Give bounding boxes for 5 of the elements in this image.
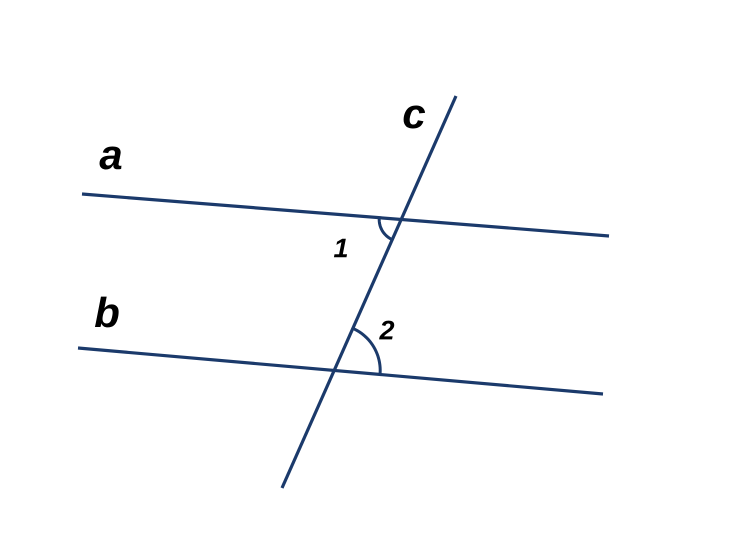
line-label: b xyxy=(94,296,119,328)
angle-label: 2 xyxy=(379,320,394,340)
line-label: a xyxy=(100,146,122,170)
angle-label: 1 xyxy=(334,238,348,258)
line-label: c xyxy=(404,106,426,128)
